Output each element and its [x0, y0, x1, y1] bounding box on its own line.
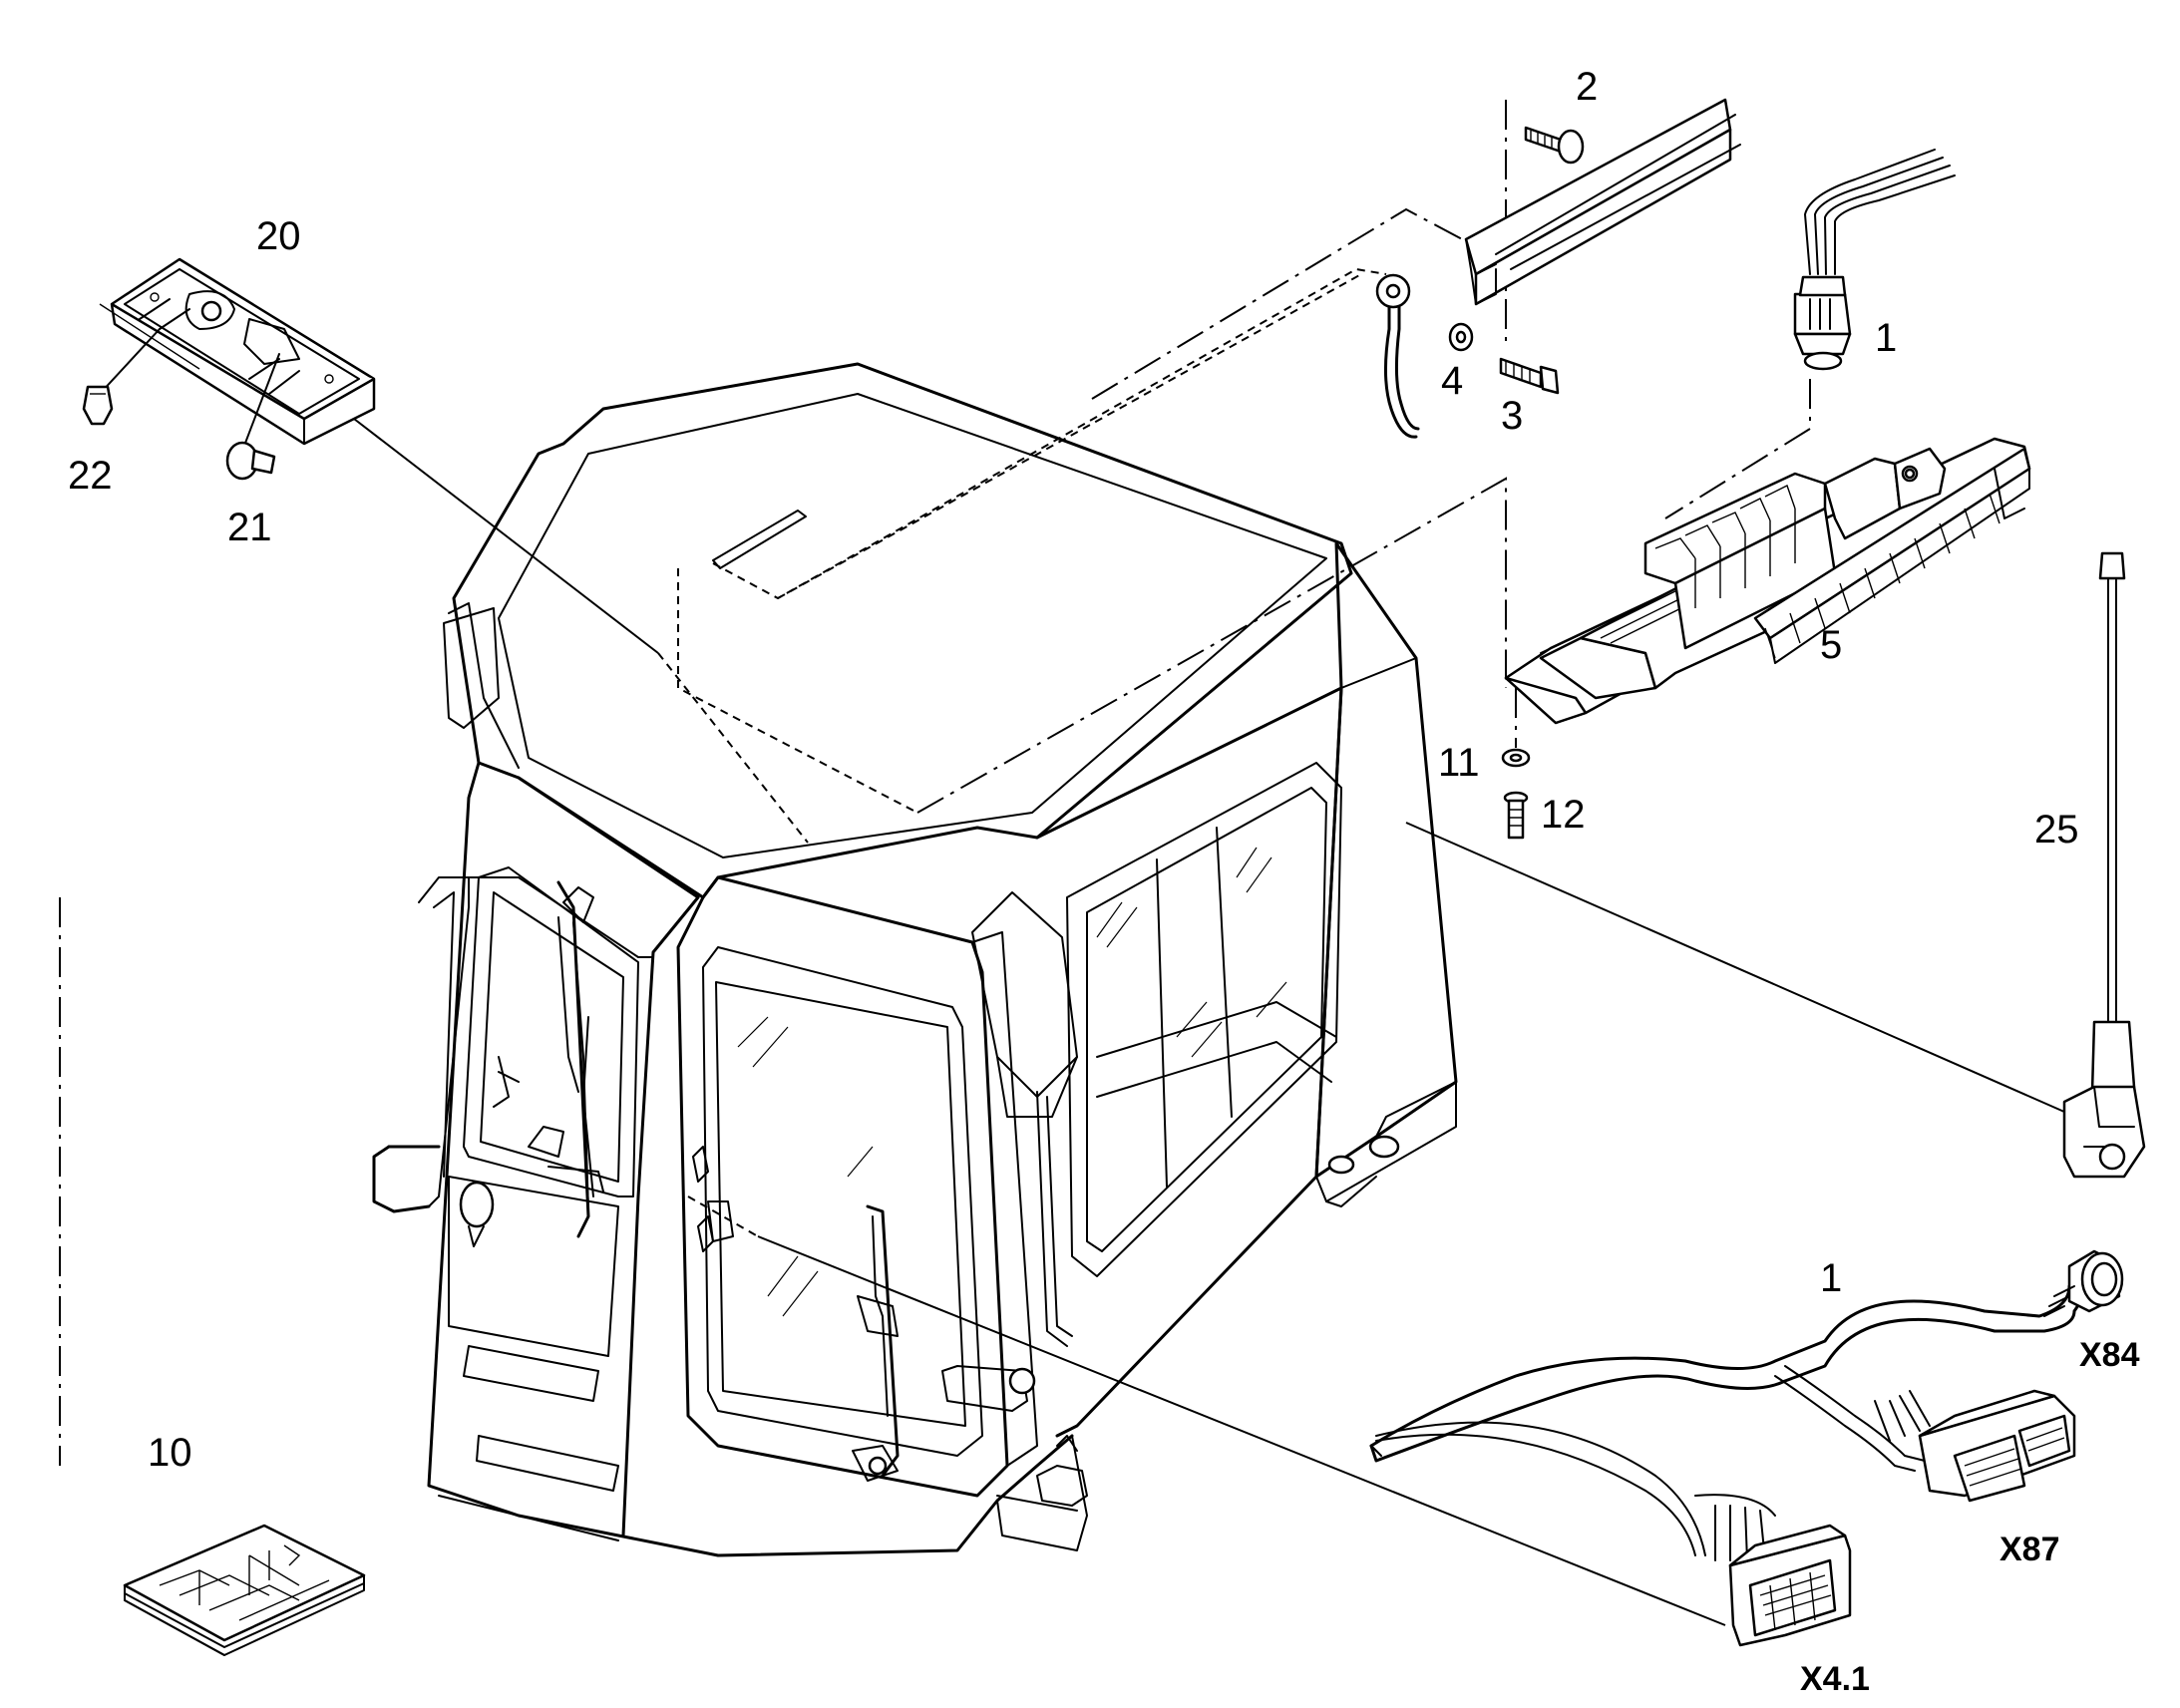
part-5-switch-console	[1504, 437, 2031, 725]
operator-cab	[372, 362, 1458, 1557]
label-connector-x4-1: X4.1	[1800, 1660, 1870, 1698]
part-2-bracket-rail	[1464, 98, 1741, 306]
ground-cable	[1375, 273, 1420, 439]
part-labels: 1 2 4 3 5 11 12 20 22 21 25 10 1 X84 X87…	[68, 65, 2140, 1698]
label-part-10: 10	[148, 1431, 192, 1475]
part-1-wiring-harness	[1369, 1249, 2124, 1647]
label-part-1-bottom: 1	[1820, 1256, 1842, 1300]
part-20-interior-lamp	[99, 257, 376, 446]
label-part-1-top: 1	[1875, 316, 1897, 360]
part-21-bulb-ball	[225, 353, 280, 481]
leader-lines	[59, 100, 2065, 1626]
label-part-3: 3	[1501, 394, 1523, 438]
label-connector-x84: X84	[2079, 1336, 2140, 1374]
label-part-12: 12	[1541, 793, 1586, 837]
label-part-2: 2	[1576, 65, 1598, 109]
label-part-4: 4	[1441, 359, 1463, 403]
label-connector-x87: X87	[1999, 1531, 2060, 1568]
label-part-25: 25	[2034, 808, 2079, 852]
part-4-washer	[1448, 322, 1474, 352]
part-12-screw	[1503, 791, 1529, 840]
label-part-20: 20	[256, 214, 301, 258]
label-part-11: 11	[1438, 741, 1480, 785]
label-part-22: 22	[68, 454, 113, 498]
part-1-wire-plug	[1793, 149, 1956, 371]
part-11-washer	[1501, 748, 1531, 768]
part-22-bulb-festoon	[82, 328, 161, 426]
part-3-bolt	[1499, 357, 1560, 395]
label-part-21: 21	[227, 506, 272, 549]
label-part-5: 5	[1820, 623, 1842, 667]
part-2-screw	[1524, 126, 1585, 165]
part-25-antenna	[2062, 551, 2146, 1179]
part-10-documentation	[123, 1524, 366, 1656]
